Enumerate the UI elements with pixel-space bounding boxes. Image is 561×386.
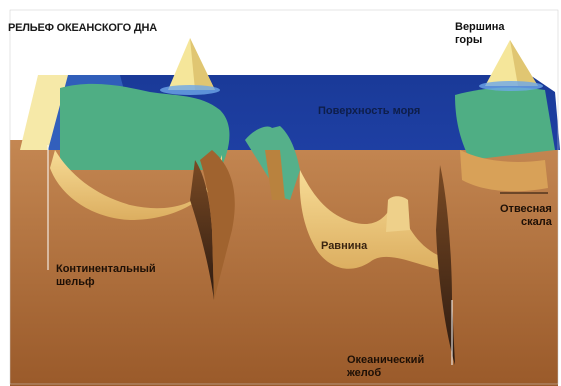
- diagram-title: РЕЛЬЕФ ОКЕАНСКОГО ДНА: [8, 22, 157, 35]
- label-plain: Равнина: [321, 240, 367, 253]
- seamount: [386, 196, 410, 232]
- right-plateau-top: [455, 88, 555, 160]
- label-ocean-trench: Океанический желоб: [347, 354, 424, 380]
- label-summit: Вершина горы: [455, 21, 504, 47]
- left-peak-water-ring: [160, 85, 220, 95]
- label-continental-shelf: Континентальный шельф: [56, 263, 156, 289]
- label-sea-surface: Поверхность моря: [318, 105, 420, 118]
- label-cliff: Отвесная скала: [500, 203, 552, 229]
- right-peak-water-ring: [479, 81, 543, 91]
